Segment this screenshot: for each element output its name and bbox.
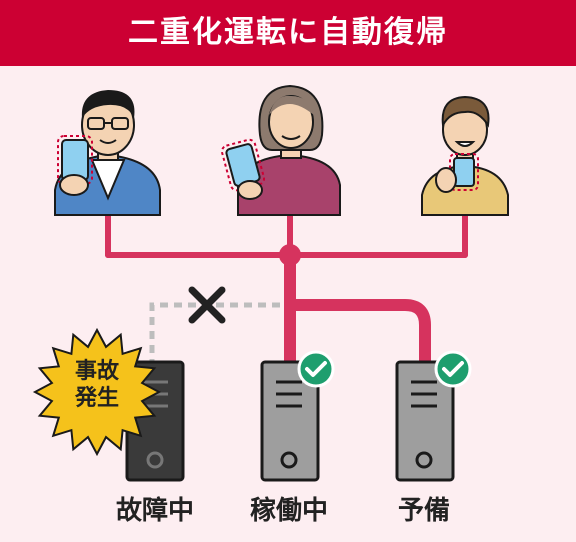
title-banner	[0, 0, 576, 66]
incident-burst-icon	[32, 327, 162, 457]
user-boy	[421, 95, 509, 216]
incident-badge-line2: 発生	[74, 386, 119, 411]
server-failed-label: 故障中	[115, 496, 194, 526]
junction-node	[279, 244, 301, 266]
server-standby	[395, 360, 455, 482]
server-standby-label: 予備	[397, 496, 450, 526]
server-active-label: 稼働中	[249, 496, 328, 526]
standby-link	[290, 299, 431, 372]
failed-link	[149, 302, 280, 372]
user-woman	[220, 84, 341, 216]
check-icon	[434, 350, 472, 388]
server-active	[260, 360, 320, 482]
incident-badge-line1: 事故	[74, 359, 119, 384]
diagram-title: 二重化運転に自動復帰	[128, 15, 448, 50]
check-icon	[297, 350, 335, 388]
incident-badge: 事故 発生	[52, 358, 142, 412]
user-man-glasses	[54, 90, 161, 216]
disconnect-x-icon	[188, 286, 226, 324]
